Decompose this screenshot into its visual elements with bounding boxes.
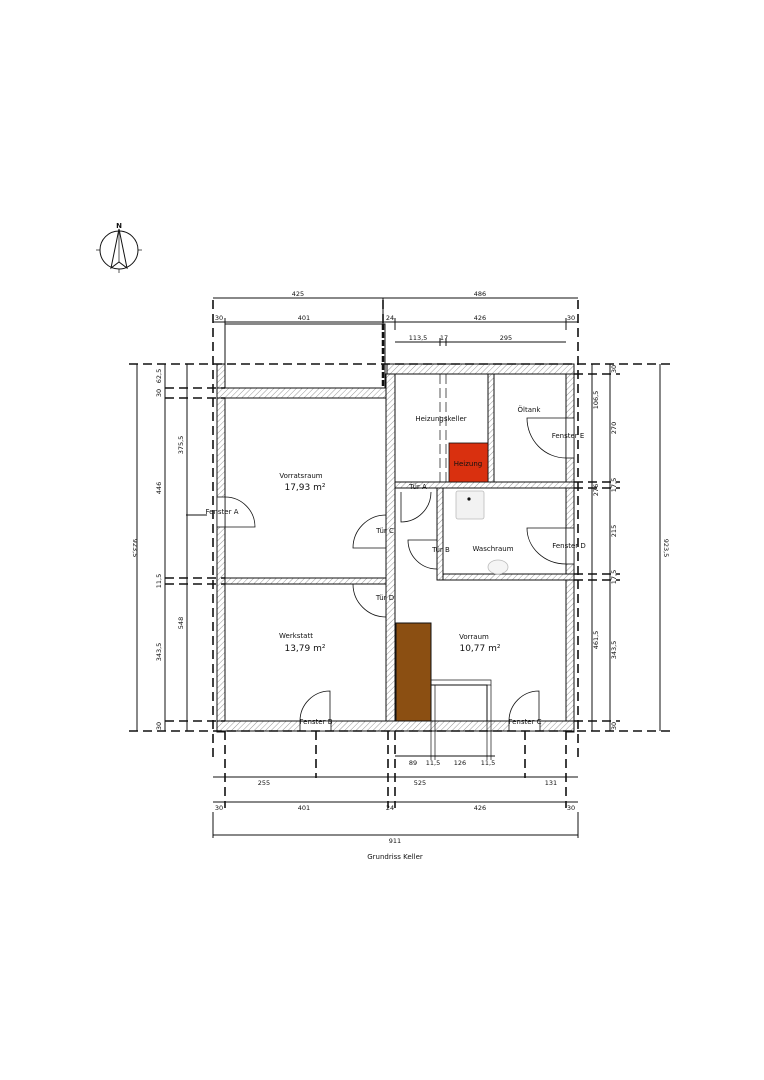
svg-text:548: 548 (177, 617, 185, 629)
plan-title: Grundriss Keller (367, 853, 423, 861)
window-b-label: Fenster B (300, 718, 333, 726)
svg-text:923,5: 923,5 (131, 539, 139, 558)
sink-icon (455, 490, 485, 520)
svg-text:24: 24 (386, 804, 394, 812)
svg-text:486: 486 (474, 290, 486, 298)
svg-text:17,5: 17,5 (610, 478, 618, 492)
svg-text:30: 30 (215, 314, 223, 322)
svg-text:295: 295 (500, 334, 512, 342)
room-name-werkstatt: Werkstatt (279, 632, 313, 640)
svg-text:11,5: 11,5 (426, 759, 440, 767)
svg-text:446: 446 (155, 482, 163, 494)
door-c-label: Tür C (375, 527, 394, 535)
extension-lines (129, 300, 670, 808)
dimensions-bottom: 89 11,5 126 11,5 255 525 131 30 401 24 4… (212, 685, 579, 845)
svg-text:30: 30 (610, 722, 618, 730)
svg-text:106,5: 106,5 (592, 391, 600, 410)
doors: Tür A Tür B Tür C Tür D (352, 483, 450, 618)
door-b-label: Tür B (431, 546, 450, 554)
svg-text:525: 525 (414, 779, 426, 787)
window-a-label: Fenster A (206, 508, 239, 516)
window-c-label: Fenster C (508, 718, 541, 726)
svg-text:215: 215 (610, 525, 618, 537)
svg-text:62,5: 62,5 (155, 369, 163, 383)
svg-text:17: 17 (440, 334, 448, 342)
svg-text:17,5: 17,5 (610, 570, 618, 584)
svg-text:11,5: 11,5 (155, 574, 163, 588)
room-area-vorraum: 10,77 m² (459, 644, 500, 654)
svg-text:426: 426 (474, 804, 486, 812)
svg-text:30: 30 (155, 722, 163, 730)
total-width: 911 (389, 837, 401, 845)
svg-text:401: 401 (298, 804, 310, 812)
room-name-heizungskeller: Heizungskeller (415, 415, 466, 423)
svg-text:276: 276 (592, 484, 600, 496)
svg-text:923,5: 923,5 (662, 539, 670, 558)
svg-text:425: 425 (292, 290, 304, 298)
svg-text:30: 30 (567, 314, 575, 322)
svg-text:30: 30 (610, 365, 618, 373)
svg-text:126: 126 (454, 759, 466, 767)
stair-landing (430, 684, 488, 722)
windows: Fenster A Fenster B Fenster C Fenster D … (186, 417, 586, 732)
upper-left-area (224, 323, 386, 389)
svg-text:30: 30 (567, 804, 575, 812)
svg-text:255: 255 (258, 779, 270, 787)
north-arrow-icon: N (96, 222, 142, 273)
svg-text:24: 24 (386, 314, 394, 322)
svg-text:30: 30 (215, 804, 223, 812)
compass-label: N (116, 222, 122, 230)
room-name-oeltank: Öltank (518, 405, 542, 414)
room-area-vorratsraum: 17,93 m² (284, 483, 325, 493)
svg-text:343,5: 343,5 (155, 643, 163, 662)
room-name-vorraum: Vorraum (459, 633, 489, 641)
stairs (395, 622, 432, 722)
svg-text:375,5: 375,5 (177, 436, 185, 455)
toilet-icon (487, 559, 509, 575)
dimensions-top: 425 486 30 401 24 426 30 113,5 17 295 (213, 290, 578, 346)
svg-text:461,5: 461,5 (592, 631, 600, 650)
door-a-label: Tür A (408, 483, 427, 491)
svg-text:343,5: 343,5 (610, 641, 618, 660)
svg-text:401: 401 (298, 314, 310, 322)
window-d-label: Fenster D (552, 542, 586, 550)
svg-text:270: 270 (610, 422, 618, 434)
svg-text:30: 30 (155, 389, 163, 397)
svg-text:11,5: 11,5 (481, 759, 495, 767)
room-name-vorratsraum: Vorratsraum (279, 472, 322, 480)
heating-label: Heizung (454, 460, 483, 468)
window-e-label: Fenster E (552, 432, 585, 440)
svg-text:131: 131 (545, 779, 557, 787)
room-name-waschraum: Waschraum (472, 545, 513, 553)
heating-unit (448, 442, 489, 483)
dimensions-right: 106,5 276 461,5 30 270 17,5 215 17,5 343… (591, 364, 670, 731)
svg-text:89: 89 (409, 759, 417, 767)
door-d-label: Tür D (375, 594, 394, 602)
dimensions-left: 923,5 62,5 30 446 11,5 343,5 30 375,5 54… (131, 364, 188, 731)
svg-text:113,5: 113,5 (409, 334, 428, 342)
room-area-werkstatt: 13,79 m² (284, 644, 325, 654)
svg-text:426: 426 (474, 314, 486, 322)
